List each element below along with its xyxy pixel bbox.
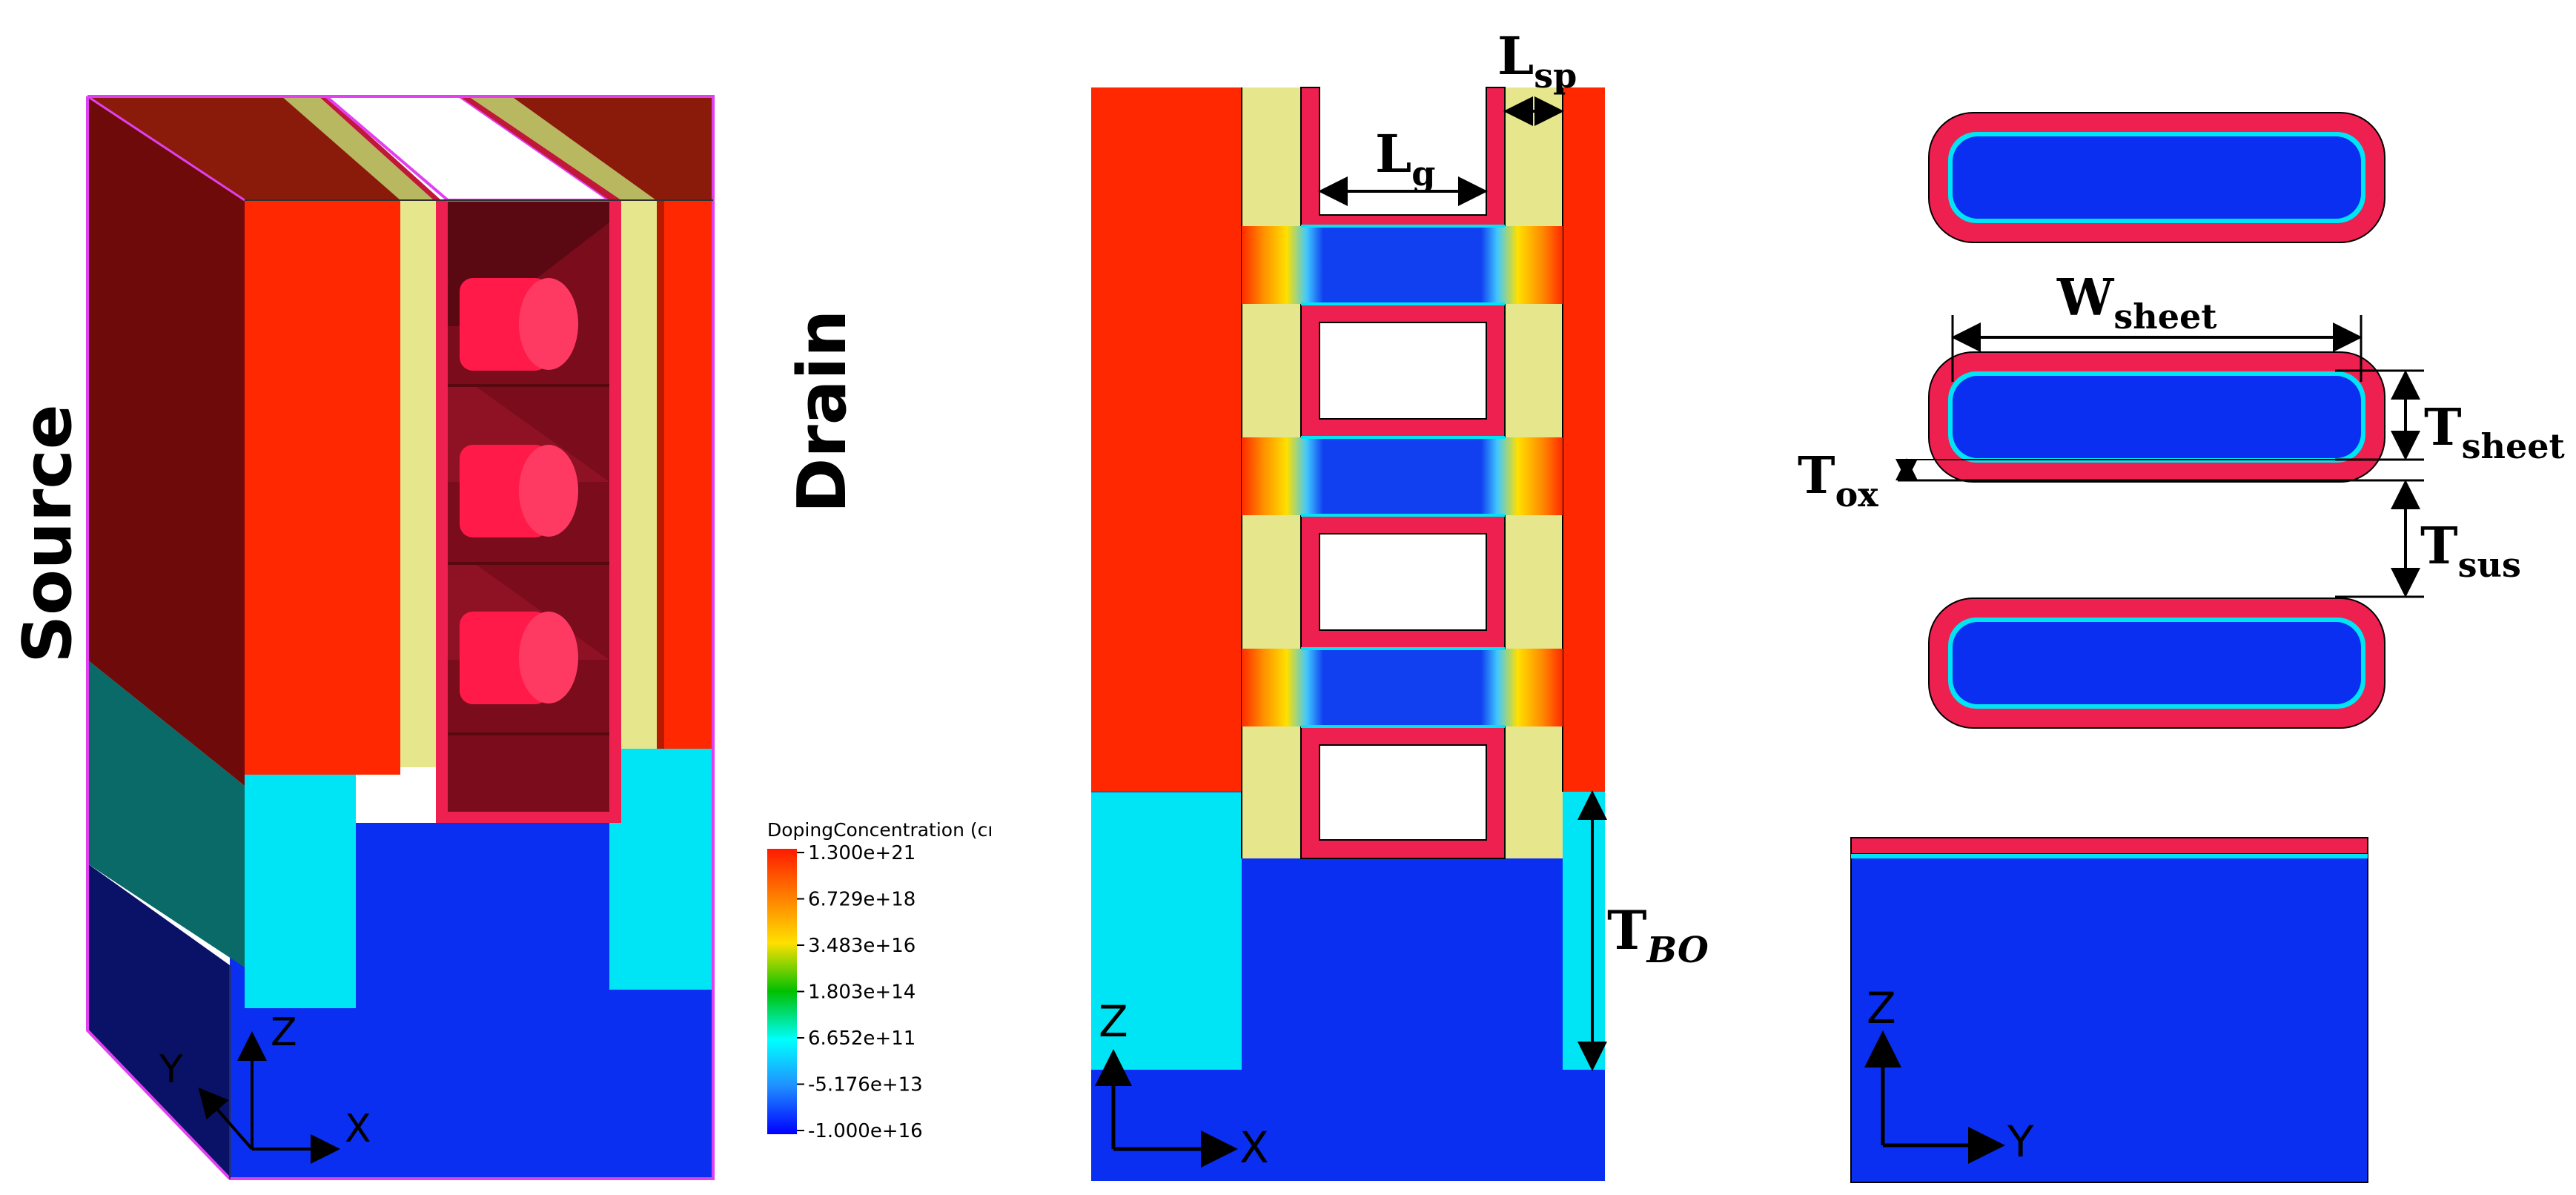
source-side-face xyxy=(87,96,245,786)
source-top-face xyxy=(87,96,400,200)
bottom-oxide-left-face xyxy=(87,660,245,967)
nanosheet-rods xyxy=(460,278,578,704)
spacer-left-top xyxy=(282,96,434,200)
right-axis-y: Y xyxy=(2007,1116,2034,1167)
source-oxide-front xyxy=(245,775,356,1008)
tbo-label: TBO xyxy=(1607,898,1709,971)
drain-front-face xyxy=(657,200,713,749)
legend-tick-label: 6.652e+11 xyxy=(808,1027,915,1050)
channel-sheets xyxy=(1242,225,1563,728)
legend-title: DopingConcentration (cı xyxy=(767,819,993,841)
left-axis-triad xyxy=(198,1031,340,1164)
legend-tick-label: 3.483e+16 xyxy=(808,935,915,957)
wsheet-label: Wsheet xyxy=(2056,268,2217,337)
legend-color-bar xyxy=(767,849,797,1134)
drain-oxide xyxy=(1563,792,1605,1070)
drain-label: Drain xyxy=(784,310,861,514)
left-axis-x: X xyxy=(345,1107,371,1151)
lg-label: Lg xyxy=(1375,123,1435,193)
nanosheet-bottom xyxy=(1928,598,2385,729)
nanosheet-cross-section: Wsheet Tsheet Tox Tsus xyxy=(1798,112,2565,729)
doping-legend: DopingConcentration (cı 1.300e+21 6.729e+… xyxy=(767,819,993,1142)
tsus-label: Tsus xyxy=(2420,517,2521,585)
gate-left-top xyxy=(319,96,441,200)
right-axis xyxy=(1864,1030,2005,1164)
gate-right xyxy=(609,200,621,823)
cross-section-xz: Lg Lsp TBO Z X xyxy=(1091,25,1709,1181)
gate-trench-bottom xyxy=(356,823,609,845)
source-front-face xyxy=(245,200,400,775)
middle-axis-x: X xyxy=(1239,1122,1269,1173)
drain-top-face xyxy=(511,96,713,200)
gate-right-top xyxy=(460,96,623,200)
drain-oxide-front xyxy=(609,749,713,990)
legend-tick-label: 1.300e+21 xyxy=(808,842,915,864)
middle-axis xyxy=(1095,1049,1238,1168)
left-axis-z: Z xyxy=(271,1010,297,1055)
right-axis-z: Z xyxy=(1867,983,1896,1033)
legend-tick-label: 1.803e+14 xyxy=(808,982,915,1004)
gate-shells xyxy=(1300,87,1506,859)
nanosheet-middle xyxy=(1928,351,2385,483)
tsheet-label: Tsheet xyxy=(2424,398,2565,466)
gate-layer-yz xyxy=(1850,837,2368,855)
substrate-left-face xyxy=(87,864,230,1179)
spacer-left xyxy=(400,200,436,767)
legend-tick-label: -1.000e+16 xyxy=(808,1120,923,1142)
source-region xyxy=(1091,87,1242,792)
spacer-right xyxy=(621,200,657,749)
gate-left xyxy=(436,200,448,823)
cross-section-yz: Z Y xyxy=(1850,837,2368,1183)
source-oxide xyxy=(1091,792,1242,1070)
substrate-yz xyxy=(1850,837,2368,1183)
middle-axis-z: Z xyxy=(1099,996,1128,1047)
source-label: Source xyxy=(9,404,87,663)
lsp-label: Lsp xyxy=(1497,25,1577,96)
legend-tick-label: 6.729e+18 xyxy=(808,889,915,911)
device-3d-view: Source Drain Z X Y xyxy=(9,95,861,1180)
legend-tick-label: -5.176e+13 xyxy=(808,1074,923,1096)
tox-label: Tox xyxy=(1798,446,1878,514)
spacer-right-top xyxy=(468,96,656,200)
drain-shade xyxy=(657,200,664,749)
left-axis-y: Y xyxy=(159,1047,183,1092)
gate-bottom xyxy=(436,812,621,823)
drain-region xyxy=(1563,87,1605,792)
nanosheet-top xyxy=(1928,112,2385,243)
